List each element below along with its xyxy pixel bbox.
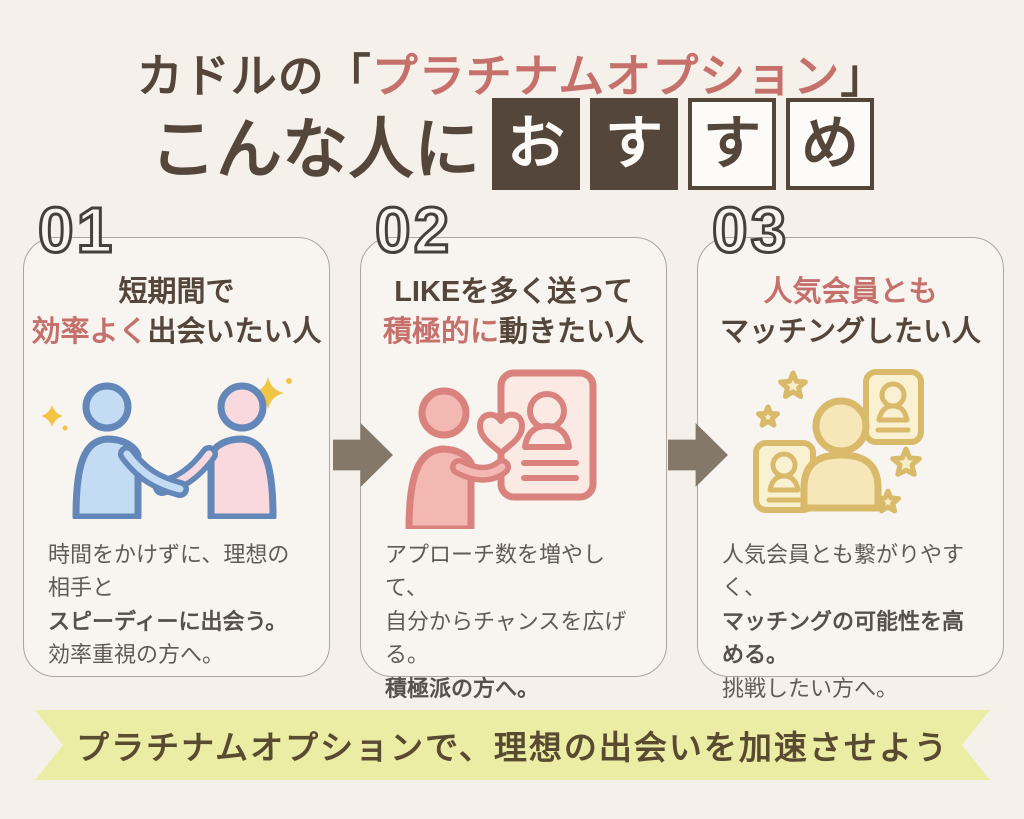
popular-members-illustration	[698, 358, 1003, 530]
description-line: 挑戦したい方へ。	[722, 675, 899, 701]
card-02: 02 LIKEを多く送って 積極的に動きたい人	[360, 197, 667, 701]
person-gold-icon	[800, 397, 881, 512]
person-rose-icon	[405, 387, 511, 530]
card-02-title-line2: 動きたい人	[499, 316, 645, 349]
title-line2-text: こんな人に	[150, 112, 480, 186]
cards-section: 01 短期間で 効率よく出会いたい人	[0, 197, 1024, 701]
card-03-title-line2: マッチングしたい人	[719, 316, 981, 349]
title-post: 」	[840, 50, 888, 102]
card-01: 01 短期間で 効率よく出会いたい人	[23, 197, 330, 677]
recommend-box-3: す	[688, 98, 776, 190]
description-line: マッチングの可能性を高める。	[722, 608, 965, 668]
card-02-title: LIKEを多く送って 積極的に動きたい人	[361, 272, 666, 352]
heart-icon	[476, 411, 525, 457]
card-01-title-line1: 短期間で	[118, 276, 235, 308]
card-03-title-accent: 人気会員とも	[763, 276, 938, 308]
profile-card-icon	[752, 440, 816, 514]
card-03-number: 03	[710, 194, 790, 266]
person-pink-icon	[207, 382, 276, 520]
send-like-to-profile-illustration	[361, 358, 666, 530]
recommend-box-1: お	[492, 98, 580, 190]
title-pre: カドルの「	[136, 50, 372, 102]
title-line-1: カドルの「プラチナムオプション」	[0, 40, 1024, 106]
title-accent: プラチナムオプション	[371, 50, 841, 102]
description-line: 効率重視の方へ。	[48, 642, 225, 668]
bottom-banner-ribbon: プラチナムオプションで、理想の出会いを加速させよう	[35, 710, 990, 780]
description-line: 積極派の方へ。	[385, 675, 540, 701]
card-02-description: アプローチ数を増やして、 自分からチャンスを広げる。 積極派の方へ。	[385, 538, 642, 705]
card-01-title-line2: 出会いたい人	[147, 316, 322, 349]
card-01-title: 短期間で 効率よく出会いたい人	[24, 272, 329, 352]
title-line-2: こんな人に お す す め	[0, 96, 1024, 192]
description-line: アプローチ数を増やして、	[385, 542, 606, 601]
card-03-description: 人気会員とも繋がりやすく、 マッチングの可能性を高める。 挑戦したい方へ。	[722, 538, 979, 705]
banner-text: プラチナムオプションで、理想の出会いを加速させよう	[76, 729, 949, 766]
sparkle-icon	[40, 377, 292, 431]
profile-card-icon	[497, 369, 596, 501]
card-02-title-accent: 積極的に	[382, 316, 499, 349]
recommend-boxes: お す す め	[492, 98, 874, 190]
description-line: 自分からチャンスを広げる。	[385, 608, 627, 668]
handshake-illustration	[24, 358, 329, 530]
description-line: 時間をかけずに、理想の相手と	[48, 542, 290, 601]
card-02-title-line1: LIKEを多く送って	[394, 276, 633, 308]
recommend-box-4: め	[786, 98, 874, 190]
card-01-description: 時間をかけずに、理想の相手と スピーディーに出会う。 効率重視の方へ。	[48, 538, 305, 672]
handshake-arms-icon	[117, 445, 218, 499]
star-icon	[755, 370, 922, 514]
recommend-box-2: す	[590, 98, 678, 190]
card-01-title-accent: 効率よく	[31, 316, 148, 349]
card-03: 03 人気会員とも マッチングしたい人	[697, 197, 1004, 701]
description-line: 人気会員とも繋がりやすく、	[722, 542, 965, 601]
card-02-number: 02	[373, 194, 453, 266]
description-line: スピーディーに出会う。	[48, 608, 288, 634]
card-01-number: 01	[36, 194, 116, 266]
card-03-title: 人気会員とも マッチングしたい人	[698, 272, 1003, 352]
profile-card-icon	[862, 369, 924, 446]
